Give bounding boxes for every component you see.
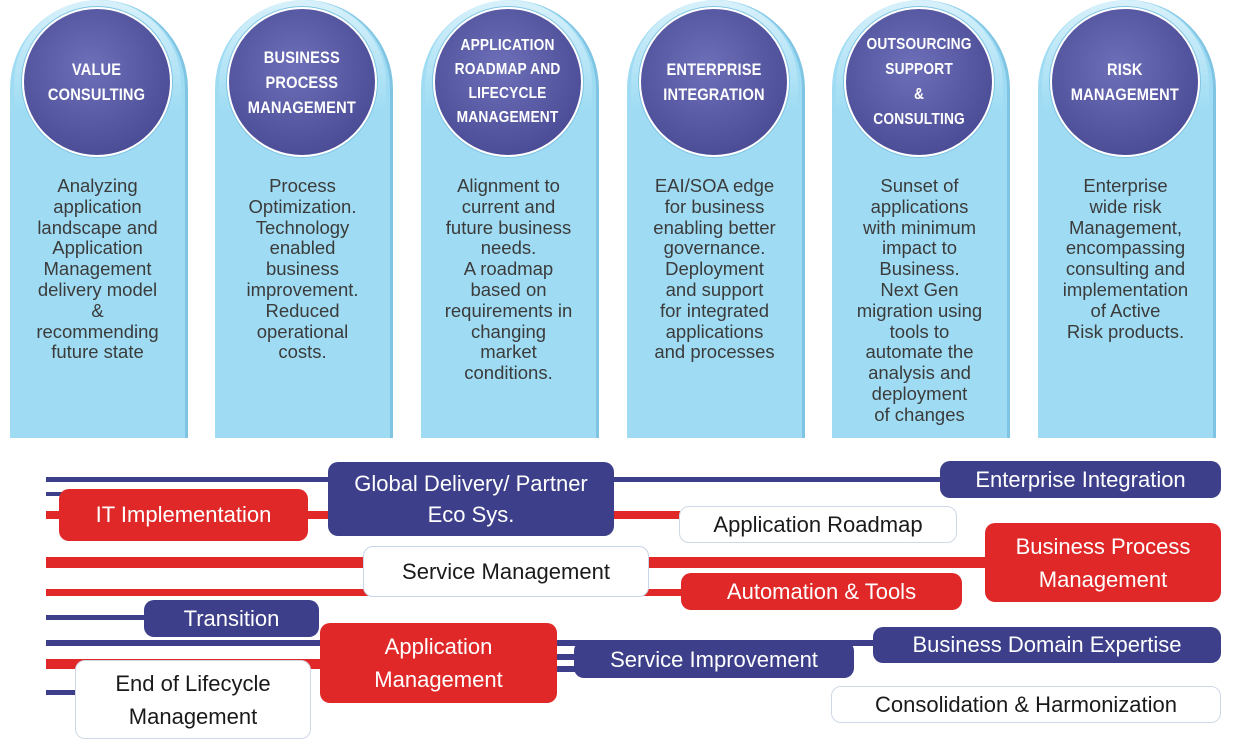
navy-band <box>46 690 76 695</box>
pill-end-of-lifecycle: End of Lifecycle Management <box>75 660 311 739</box>
pill-transition: Transition <box>144 600 319 637</box>
pill-application-management: Application Management <box>320 623 557 703</box>
card-value-consulting: VALUE CONSULTING Analyzing application l… <box>10 0 188 438</box>
card-title: APPLICATION ROADMAP AND LIFECYCLE MANAGE… <box>455 37 561 126</box>
card-application-roadmap: APPLICATION ROADMAP AND LIFECYCLE MANAGE… <box>421 0 599 438</box>
card-title: VALUE CONSULTING <box>48 60 146 104</box>
card-description: Analyzing application landscape and Appl… <box>36 175 159 363</box>
pill-business-domain-expertise: Business Domain Expertise <box>873 627 1221 663</box>
pill-global-delivery: Global Delivery/ Partner Eco Sys. <box>328 462 614 536</box>
pill-business-process-management: Business Process Management <box>985 523 1221 602</box>
card-risk-management: RISK MANAGEMENT Enterprise wide risk Man… <box>1038 0 1216 438</box>
card-enterprise-integration: ENTERPRISE INTEGRATION EAI/SOA edge for … <box>627 0 805 438</box>
card-description: Process Optimization. Technology enabled… <box>246 175 359 363</box>
card-description: Alignment to current and future business… <box>444 175 573 384</box>
pill-application-roadmap: Application Roadmap <box>679 506 957 543</box>
card-description: Enterprise wide risk Management, encompa… <box>1062 175 1189 342</box>
card-description: Sunset of applications with minimum impa… <box>856 175 983 425</box>
card-circle: RISK MANAGEMENT <box>1050 7 1200 157</box>
pill-service-management: Service Management <box>363 546 649 597</box>
pill-automation-tools: Automation & Tools <box>681 573 962 610</box>
card-title: RISK MANAGEMENT <box>1070 60 1180 104</box>
card-circle: ENTERPRISE INTEGRATION <box>639 7 789 157</box>
card-circle: BUSINESS PROCESS MANAGEMENT <box>227 7 377 157</box>
card-circle: APPLICATION ROADMAP AND LIFECYCLE MANAGE… <box>433 7 583 157</box>
pill-enterprise-integration: Enterprise Integration <box>940 461 1221 498</box>
card-circle: VALUE CONSULTING <box>22 7 172 157</box>
card-business-process-management: BUSINESS PROCESS MANAGEMENT Process Opti… <box>215 0 393 438</box>
navy-band <box>556 654 576 660</box>
card-circle: OUTSOURCING SUPPORT & CONSULTING <box>844 7 994 157</box>
card-description: EAI/SOA edge for business enabling bette… <box>653 175 776 363</box>
card-title: OUTSOURCING SUPPORT & CONSULTING <box>866 36 972 128</box>
card-outsourcing-support: OUTSOURCING SUPPORT & CONSULTING Sunset … <box>832 0 1010 438</box>
navy-band <box>556 666 576 672</box>
pill-service-improvement: Service Improvement <box>574 641 854 678</box>
navy-band <box>46 615 146 620</box>
card-title: ENTERPRISE INTEGRATION <box>663 60 765 104</box>
pill-consolidation-harmonization: Consolidation & Harmonization <box>831 686 1221 723</box>
card-title: BUSINESS PROCESS MANAGEMENT <box>247 47 357 117</box>
pill-it-implementation: IT Implementation <box>59 489 308 541</box>
